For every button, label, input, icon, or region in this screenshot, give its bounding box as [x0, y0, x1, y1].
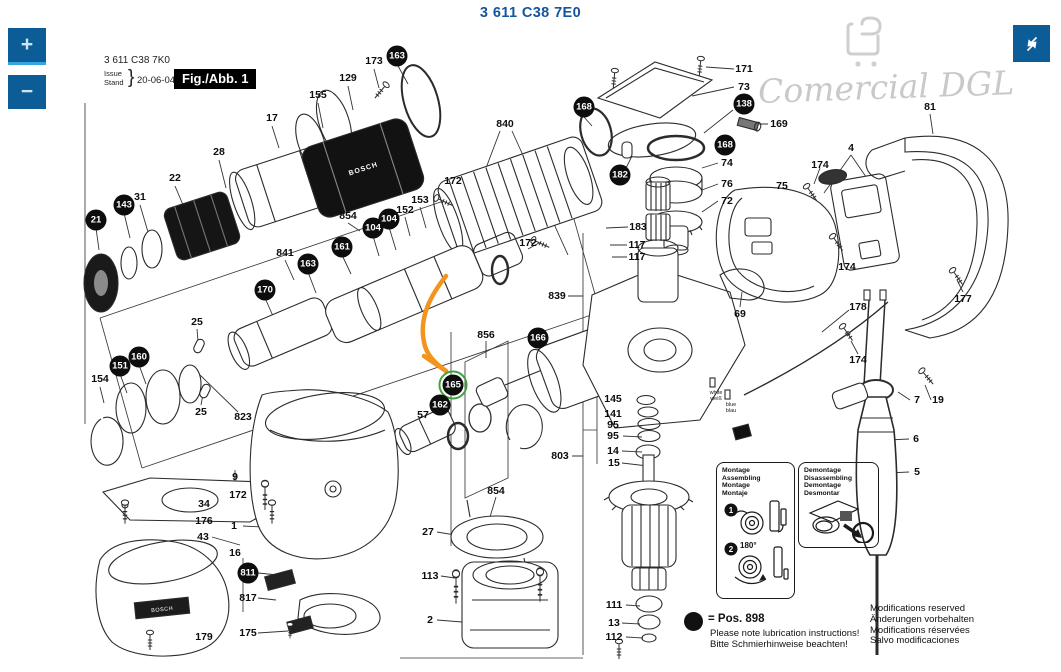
mods-line-fr: Modifications réservées	[870, 624, 970, 636]
mods-line-en: Modifications reserved	[870, 603, 966, 614]
pos-line-de: Bitte Schmierhinweise beachten!	[710, 639, 848, 650]
demontage-line-fr: Demontage	[804, 482, 842, 490]
montage-step1: 1	[729, 506, 734, 515]
demontage-line-de: Demontage	[804, 467, 842, 474]
montage-angle: 180°	[740, 541, 757, 550]
shopping-cart-icon	[846, 16, 882, 67]
zoom-in-label: +	[20, 33, 34, 56]
page-title: 3 611 C38 7E0	[479, 5, 582, 21]
disassembly-instruction-box: Demontage Disassembling Demontage Desmon…	[798, 462, 879, 548]
montage-line-fr: Montage	[722, 482, 750, 490]
pos-line-en: Please note lubrication instructions!	[710, 628, 860, 639]
pos-dot-icon	[684, 612, 703, 631]
demontage-line-en: Disassembling	[804, 474, 852, 482]
zoom-out-button[interactable]: −	[8, 75, 46, 109]
montage-line-de: Montage	[722, 467, 750, 474]
demontage-illustration	[808, 500, 875, 545]
parts-line-art: BOSCH	[83, 55, 1009, 660]
pos-title: = Pos. 898	[708, 613, 765, 625]
highlight-arrow	[420, 273, 449, 374]
mods-line-de: Änderungen vorbehalten	[870, 613, 975, 625]
active-accent-bar	[8, 62, 46, 65]
guide-lines	[84, 103, 601, 659]
issue-date: 20-06-04	[137, 75, 176, 86]
zoom-out-label: −	[20, 80, 34, 103]
montage-step2: 2	[729, 545, 734, 554]
modifications-note: Modifications reserved Änderungen vorbeh…	[870, 603, 975, 647]
mods-line-es: Salvo modificaciones	[870, 635, 960, 647]
montage-illustration: 1 2 180°	[724, 500, 789, 585]
drawing-part-number: 3 611 C38 7K0	[104, 55, 170, 66]
svg-text:BOSCH: BOSCH	[151, 606, 174, 614]
figure-badge: Fig./Abb. 1	[174, 69, 257, 89]
issue-brace: }	[128, 67, 135, 88]
compress-arrows-icon	[1026, 36, 1037, 51]
collapse-view-button[interactable]	[1013, 25, 1050, 62]
montage-line-es: Montaje	[722, 489, 748, 497]
zoom-in-button[interactable]: +	[8, 28, 46, 65]
assembly-instruction-box: Montage Assembling Montage Montaje 1 2 1…	[716, 462, 795, 599]
montage-line-en: Assembling	[722, 474, 761, 482]
demontage-line-es: Desmontar	[804, 489, 840, 497]
